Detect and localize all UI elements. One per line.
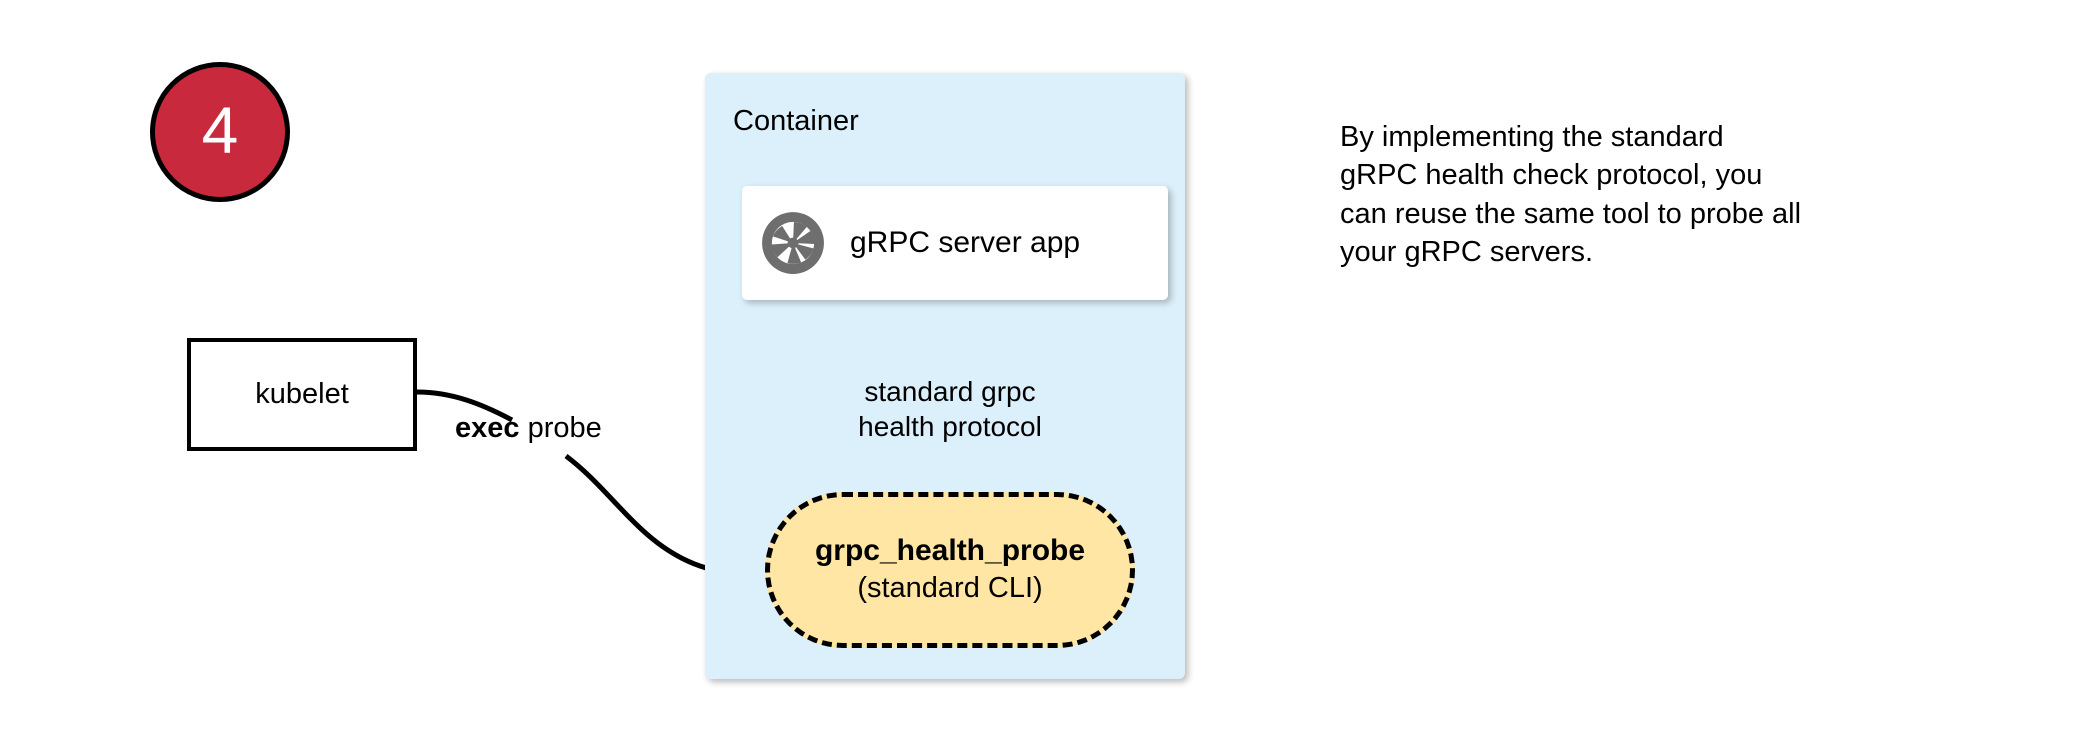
- explanatory-note-line3: can reuse the same tool to probe all: [1340, 197, 1802, 230]
- grpc-server-app-card: gRPC server app: [742, 186, 1168, 300]
- kubelet-label: kubelet: [255, 378, 349, 410]
- protocol-edge-label-line1: standard grpc: [864, 376, 1036, 407]
- grpc-health-probe-title: grpc_health_probe: [814, 534, 1086, 568]
- grpc-health-probe-node: grpc_health_probe (standard CLI): [765, 492, 1135, 648]
- explanatory-note-line4: your gRPC servers.: [1340, 235, 1594, 268]
- grpc-server-app-label: gRPC server app: [850, 226, 1081, 259]
- protocol-edge-label: standard grpc health protocol: [830, 374, 1070, 444]
- explanatory-note-line2: gRPC health check protocol, you: [1340, 159, 1763, 192]
- exec-probe-edge-label-bold: exec: [455, 412, 520, 444]
- kubelet-box: kubelet: [187, 338, 417, 451]
- protocol-edge-label-line2: health protocol: [858, 411, 1042, 442]
- step-badge: 4: [150, 62, 290, 202]
- step-badge-number: 4: [201, 93, 239, 167]
- aperture-icon: [762, 212, 824, 274]
- explanatory-note: By implementing the standard gRPC health…: [1340, 118, 1920, 271]
- exec-probe-edge-label-rest: probe: [519, 412, 602, 444]
- exec-probe-edge-label: exec probe: [455, 412, 602, 445]
- explanatory-note-line1: By implementing the standard: [1340, 121, 1724, 153]
- grpc-health-probe-subtitle: (standard CLI): [857, 571, 1043, 604]
- container-title: Container: [733, 105, 859, 137]
